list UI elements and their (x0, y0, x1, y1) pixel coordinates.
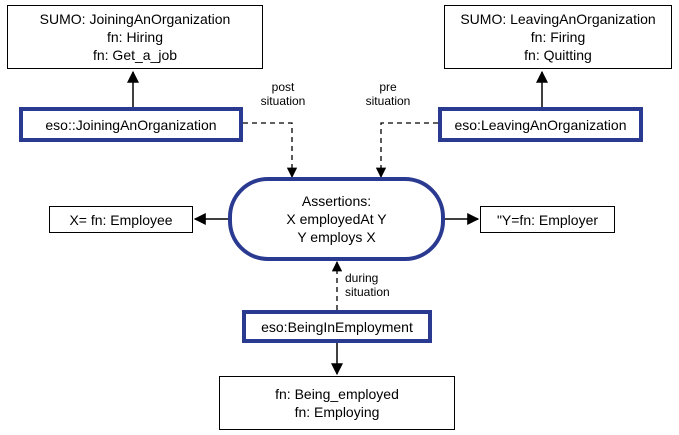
post-situation-line-1: post (271, 80, 295, 94)
eso-being-label: eso:BeingInEmployment (261, 318, 413, 335)
during-situation-line-2: situation (345, 285, 390, 299)
sumo-joining-line-1: SUMO: JoiningAnOrganization (39, 11, 231, 27)
sumo-joining-line-3: fn: Get_a_job (92, 47, 178, 63)
sumo-leaving-line-3: fn: Quitting (524, 47, 592, 63)
edge-pre-situation (375, 122, 438, 179)
assertions-line-1: Assertions: (301, 193, 372, 209)
eso-leaving-label: eso:LeavingAnOrganization (454, 116, 627, 133)
pre-situation-line-1: pre (379, 80, 397, 94)
during-situation-label: during situation (345, 271, 409, 299)
pre-situation-line-2: situation (365, 94, 411, 108)
employee-label: X= fn: Employee (69, 211, 173, 228)
sumo-leaving-box: SUMO: LeavingAnOrganization fn: Firing f… (444, 5, 672, 69)
sumo-joining-box: SUMO: JoiningAnOrganization fn: Hiring f… (7, 5, 263, 69)
eso-leaving-box: eso:LeavingAnOrganization (438, 107, 643, 142)
fn-being-line-2: fn: Employing (294, 404, 380, 420)
eso-being-box: eso:BeingInEmployment (242, 310, 432, 343)
eso-joining-label: eso::JoiningAnOrganization (45, 116, 217, 133)
eso-joining-box: eso::JoiningAnOrganization (19, 107, 243, 142)
pre-situation-label: pre situation (355, 80, 421, 108)
assertions-line-2: X employedAt Y (286, 211, 387, 227)
assertions-node: Assertions: X employedAt Y Y employs X (228, 177, 445, 261)
sumo-leaving-line-1: SUMO: LeavingAnOrganization (460, 11, 656, 27)
post-situation-line-2: situation (260, 94, 306, 108)
fn-being-line-1: fn: Being_employed (275, 386, 399, 402)
edge-post-situation (243, 122, 298, 179)
sumo-joining-line-2: fn: Hiring (106, 29, 164, 45)
during-situation-line-1: during (345, 271, 379, 285)
employee-box: X= fn: Employee (49, 206, 193, 233)
sumo-leaving-line-2: fn: Firing (530, 29, 586, 45)
post-situation-label: post situation (250, 80, 316, 108)
employer-label: "Y=fn: Employer (496, 211, 599, 228)
fn-being-box: fn: Being_employed fn: Employing (219, 376, 455, 430)
assertions-line-3: Y employs X (297, 229, 376, 245)
employer-box: "Y=fn: Employer (480, 206, 615, 233)
